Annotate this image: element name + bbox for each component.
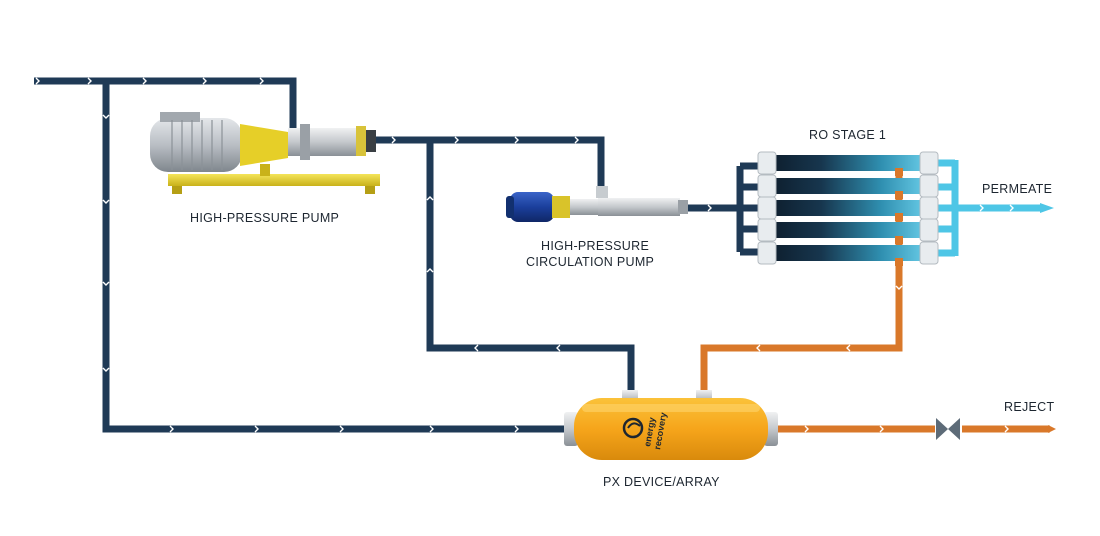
px-device-label: PX DEVICE/ARRAY (603, 475, 720, 489)
circulation-pump-label-line1: HIGH-PRESSURE (541, 239, 649, 253)
reject-label: REJECT (1004, 400, 1054, 414)
high-pressure-pump-label: HIGH-PRESSURE PUMP (190, 211, 339, 225)
circulation-pump-icon (506, 186, 688, 222)
px-device-icon: energy recovery (564, 390, 778, 460)
energy-recovery-logo: energy recovery (622, 412, 668, 450)
ro-feed-manifold (736, 162, 765, 256)
permeate-pipe-network (935, 159, 1040, 257)
flow-arrows (35, 77, 1014, 433)
ro-stage-label: RO STAGE 1 (809, 128, 886, 142)
reject-valve-icon (936, 418, 960, 440)
high-pressure-pump-icon (150, 112, 380, 194)
circulation-pump-label-line2: CIRCULATION PUMP (526, 255, 654, 269)
permeate-label: PERMEATE (982, 182, 1052, 196)
reject-arrow-icon (1048, 425, 1056, 433)
ro-membrane-array-icon (757, 151, 939, 266)
permeate-arrow-icon (1040, 203, 1054, 213)
feed-pipe-network (34, 77, 738, 433)
